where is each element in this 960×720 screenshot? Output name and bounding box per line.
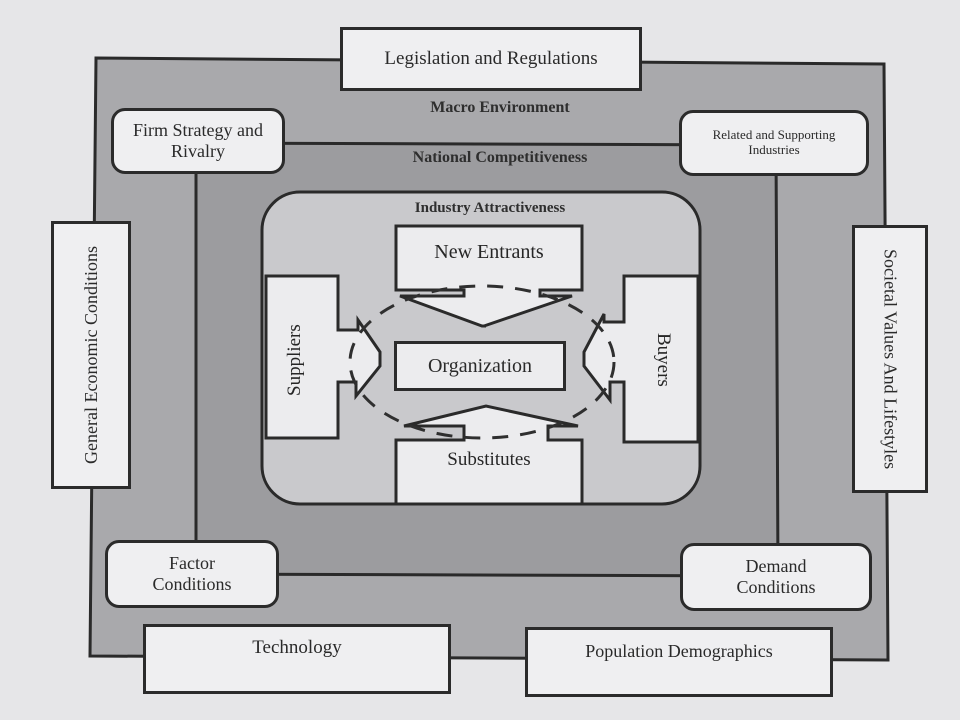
- firm-strategy-rivalry-text: Firm Strategy and Rivalry: [133, 120, 263, 161]
- suppliers-label: Suppliers: [284, 324, 305, 396]
- technology-box: Technology: [143, 624, 451, 694]
- new-entrants-arrow: [394, 224, 584, 328]
- suppliers-arrow: [264, 274, 382, 440]
- legislation-regulations-text: Legislation and Regulations: [384, 48, 598, 70]
- societal-values-lifestyles-box: Societal Values And Lifestyles: [852, 225, 928, 493]
- technology-text: Technology: [252, 637, 342, 658]
- general-economic-conditions-text: General Economic Conditions: [80, 246, 101, 464]
- organization-text: Organization: [427, 354, 533, 377]
- related-supporting-industries-text: Related and Supporting Industries: [712, 127, 836, 157]
- related-supporting-industries-box: Related and Supporting Industries: [679, 110, 869, 176]
- macro-environment-label: Macro Environment: [430, 99, 570, 116]
- societal-values-lifestyles-text: Societal Values And Lifestyles: [880, 248, 901, 470]
- organization-dashed-oval: [348, 284, 616, 440]
- factor-conditions-box: Factor Conditions: [105, 540, 279, 608]
- substitutes-label: Substitutes: [447, 449, 531, 470]
- firm-strategy-rivalry-box: Firm Strategy and Rivalry: [111, 108, 285, 174]
- organization-box: Organization: [394, 341, 566, 391]
- buyers-label: Buyers: [653, 333, 674, 387]
- demand-conditions-text: Demand Conditions: [736, 556, 816, 597]
- factor-conditions-text: Factor Conditions: [152, 553, 232, 594]
- legislation-regulations-box: Legislation and Regulations: [340, 27, 642, 91]
- buyers-arrow: [582, 274, 700, 444]
- population-demographics-text: Population Demographics: [585, 641, 773, 661]
- industry-attractiveness-label: Industry Attractiveness: [414, 200, 566, 216]
- population-demographics-box: Population Demographics: [525, 627, 833, 697]
- demand-conditions-box: Demand Conditions: [680, 543, 872, 611]
- general-economic-conditions-box: General Economic Conditions: [51, 221, 131, 489]
- national-competitiveness-label: National Competitiveness: [412, 149, 588, 166]
- new-entrants-label: New Entrants: [434, 241, 544, 263]
